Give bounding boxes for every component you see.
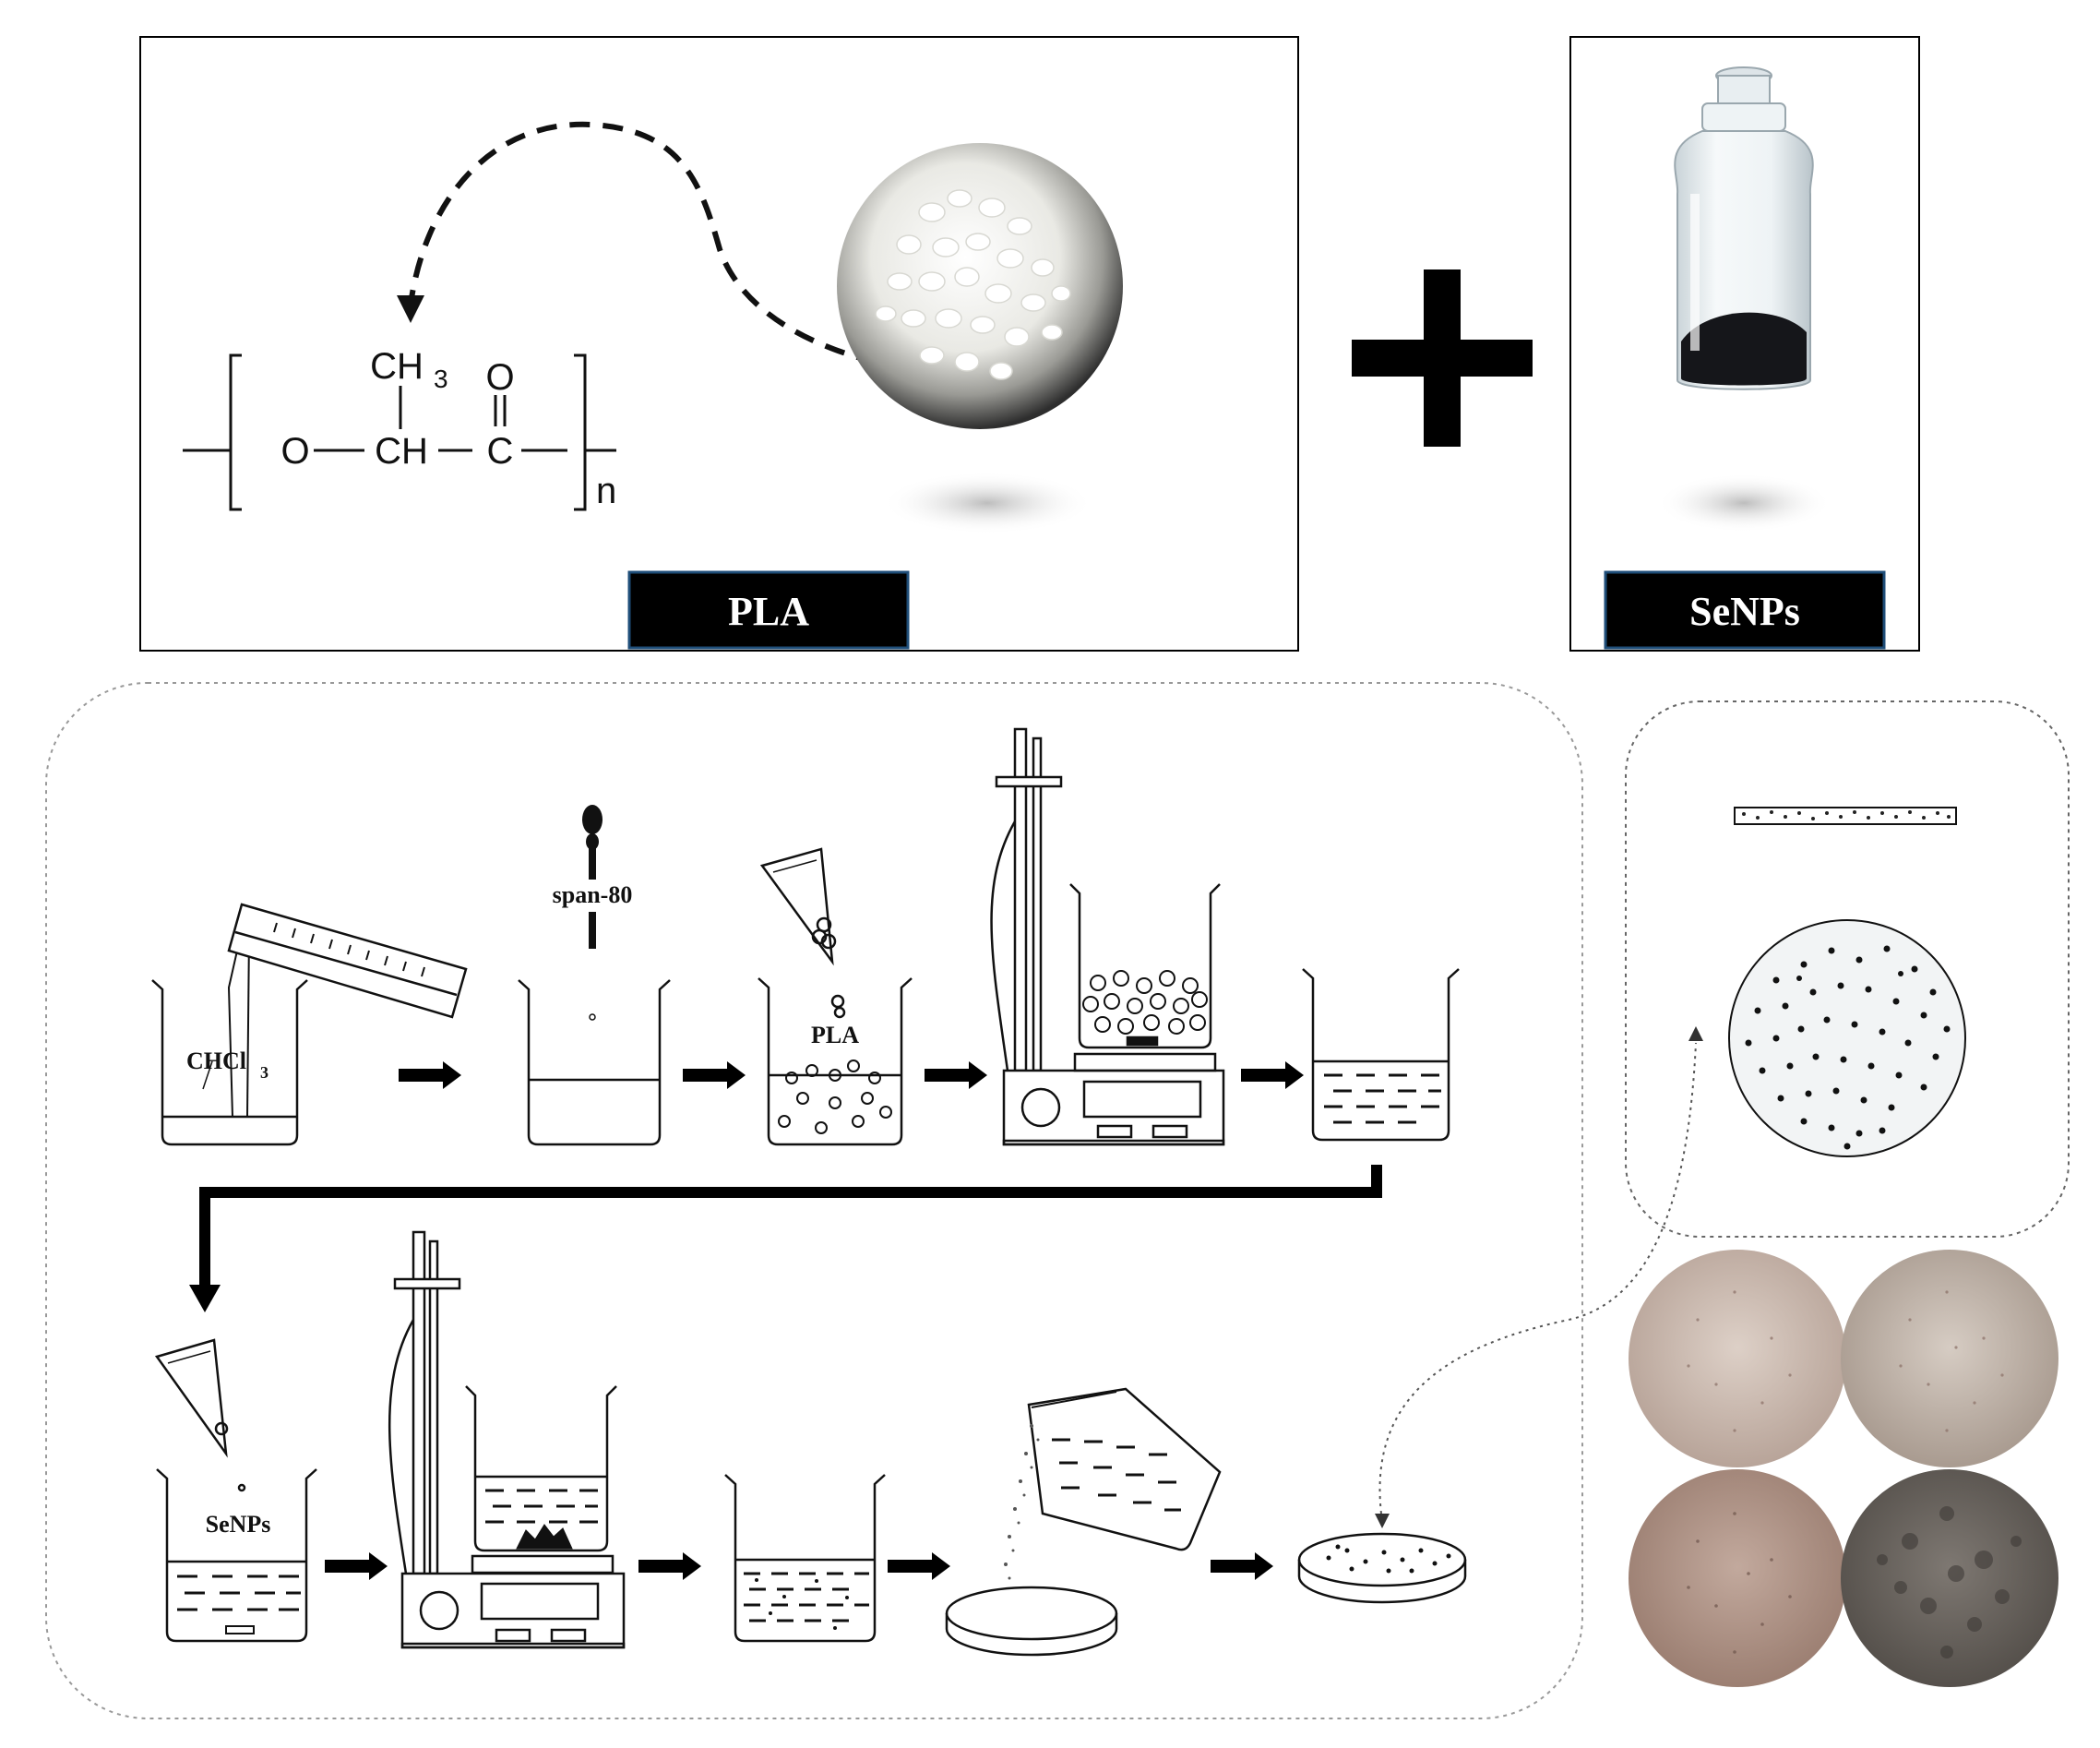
film-top-view: [1728, 919, 1966, 1157]
dotted-arrowhead-top-icon: [1688, 1026, 1703, 1041]
formula-oxygen: O: [280, 431, 309, 472]
dashed-arrow: [408, 121, 910, 372]
formula-methyl-subscript: 3: [434, 365, 448, 393]
formula-carbonyl-o: O: [485, 357, 514, 398]
senps-panel: SeNPs: [1569, 36, 1920, 652]
span80-label: span-80: [553, 881, 633, 908]
step6-senps-beaker: [156, 1468, 317, 1643]
weighing-funnel-icon: [759, 847, 846, 1019]
arrow-7: [638, 1552, 701, 1580]
step10-film-dish: [1297, 1532, 1467, 1604]
pla-step-label: PLA: [811, 1022, 859, 1048]
formula-carbonyl-c: C: [487, 431, 514, 472]
film-photo-2: [1841, 1250, 2058, 1467]
arrow-1: [399, 1061, 461, 1089]
dropper-icon: [582, 805, 603, 949]
row-connector-arrow: [189, 1165, 1382, 1312]
chcl3-label: CHCl: [186, 1048, 246, 1074]
pla-panel: O CH C O CH 3 n PLA: [139, 36, 1299, 652]
chcl3-subscript: 3: [260, 1063, 268, 1082]
step9-pouring: [945, 1387, 1222, 1657]
pellet-shadow: [881, 472, 1093, 534]
formula-repeat-n: n: [596, 471, 616, 511]
senps-label-box: [1604, 570, 1886, 650]
senps-step-label: SeNPs: [206, 1511, 271, 1538]
arrow-8: [888, 1552, 950, 1580]
step2-span80-beaker: [518, 979, 671, 1146]
arrowhead-icon: [397, 295, 424, 323]
pellet-dots: [875, 189, 1071, 380]
step1-chcl3-beaker: [151, 929, 308, 1146]
jar-shadow: [1656, 473, 1832, 533]
film-photos: [1629, 1250, 2058, 1687]
magnetic-stirrer-1: [990, 727, 1225, 1146]
arrow-6: [325, 1552, 388, 1580]
dotted-link-arrow: [1378, 1042, 1697, 1522]
film-top-view-dots: [1745, 945, 1951, 1150]
step8-mixed-beaker: [724, 1474, 886, 1643]
process-panel: [45, 682, 1583, 1719]
pla-label-box: [627, 570, 910, 650]
film-cross-section: [1734, 807, 1957, 825]
weighing-funnel-icon-2: [154, 1338, 246, 1492]
film-photo-1: [1629, 1250, 1846, 1467]
arrow-9: [1211, 1552, 1273, 1580]
step3-pla-beaker: [758, 977, 913, 1146]
pla-pellets-photo: [837, 143, 1123, 429]
film-cross-section-dots: [1742, 810, 1951, 820]
arrow-3: [925, 1061, 987, 1089]
film-photo-3: [1629, 1469, 1846, 1687]
plus-icon: [1352, 269, 1533, 447]
arrow-4: [1241, 1061, 1304, 1089]
formula-ch: CH: [375, 431, 428, 472]
dotted-arrowhead-bottom-icon: [1375, 1514, 1390, 1528]
pla-label: PLA: [728, 589, 809, 634]
film-schematic-panel: [1625, 700, 2070, 1238]
magnetic-stirrer-2: [388, 1230, 626, 1649]
arrow-2: [683, 1061, 746, 1089]
senps-label: SeNPs: [1689, 589, 1800, 634]
formula-methyl: CH: [370, 346, 424, 387]
step5-solution-beaker: [1302, 968, 1460, 1142]
pla-structural-formula: [183, 353, 616, 511]
reagent-jar-icon: [1674, 66, 1814, 390]
graduated-cylinder-icon: [227, 903, 468, 1019]
